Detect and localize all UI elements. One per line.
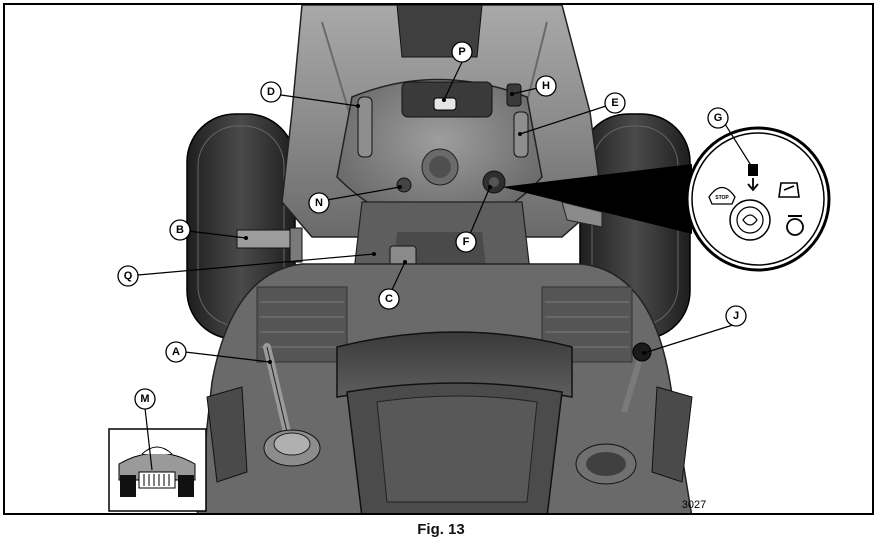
- svg-text:E: E: [611, 97, 618, 109]
- seat: [336, 331, 573, 513]
- left-side-rail: [206, 386, 248, 483]
- svg-text:P: P: [458, 46, 465, 58]
- svg-text:B: B: [176, 224, 184, 236]
- callout-f: F: [455, 231, 477, 253]
- svg-text:F: F: [463, 236, 470, 248]
- callout-b: B: [169, 219, 191, 241]
- right-side-rail: [651, 386, 693, 483]
- svg-text:D: D: [267, 86, 275, 98]
- image-number: 3027: [682, 499, 706, 511]
- throttle-lever-d: [357, 96, 373, 158]
- svg-text:STOP: STOP: [715, 195, 729, 201]
- callout-e: E: [604, 92, 626, 114]
- ignition-switch-detail: STOP: [502, 126, 831, 272]
- right-pedal-linkage: [561, 201, 603, 228]
- svg-text:J: J: [733, 310, 739, 322]
- mower-illustration: STOP: [108, 5, 831, 513]
- knob-j: [621, 342, 652, 413]
- callout-m: M: [134, 388, 156, 410]
- callout-a: A: [165, 341, 187, 363]
- fuel-cap: [263, 429, 321, 467]
- svg-text:M: M: [140, 393, 149, 405]
- callout-c: C: [378, 288, 400, 310]
- figure-caption: Fig. 13: [417, 521, 465, 538]
- ignition-stop-icon: STOP: [708, 186, 736, 205]
- leader-lines: [137, 61, 753, 471]
- svg-text:G: G: [714, 112, 723, 124]
- brake-pedal-b: [236, 227, 303, 263]
- callout-d: D: [260, 81, 282, 103]
- svg-text:C: C: [385, 293, 393, 305]
- callout-g: G: [707, 107, 729, 129]
- callout-j: J: [725, 305, 747, 327]
- inset-m: [108, 428, 207, 512]
- callout-q: Q: [117, 265, 139, 287]
- svg-text:N: N: [315, 197, 323, 209]
- svg-text:Q: Q: [124, 270, 133, 282]
- callout-p: P: [451, 41, 473, 63]
- figure-frame: STOP: [3, 3, 874, 515]
- ignition-lights-icon: [778, 182, 800, 198]
- svg-text:A: A: [172, 346, 180, 358]
- svg-text:H: H: [542, 80, 550, 92]
- dashboard: [336, 78, 543, 233]
- ignition-start-icon: [786, 215, 804, 236]
- cup-holder: [575, 443, 637, 485]
- callout-h: H: [535, 75, 557, 97]
- callout-n: N: [308, 192, 330, 214]
- ignition-run-icon: [747, 164, 759, 192]
